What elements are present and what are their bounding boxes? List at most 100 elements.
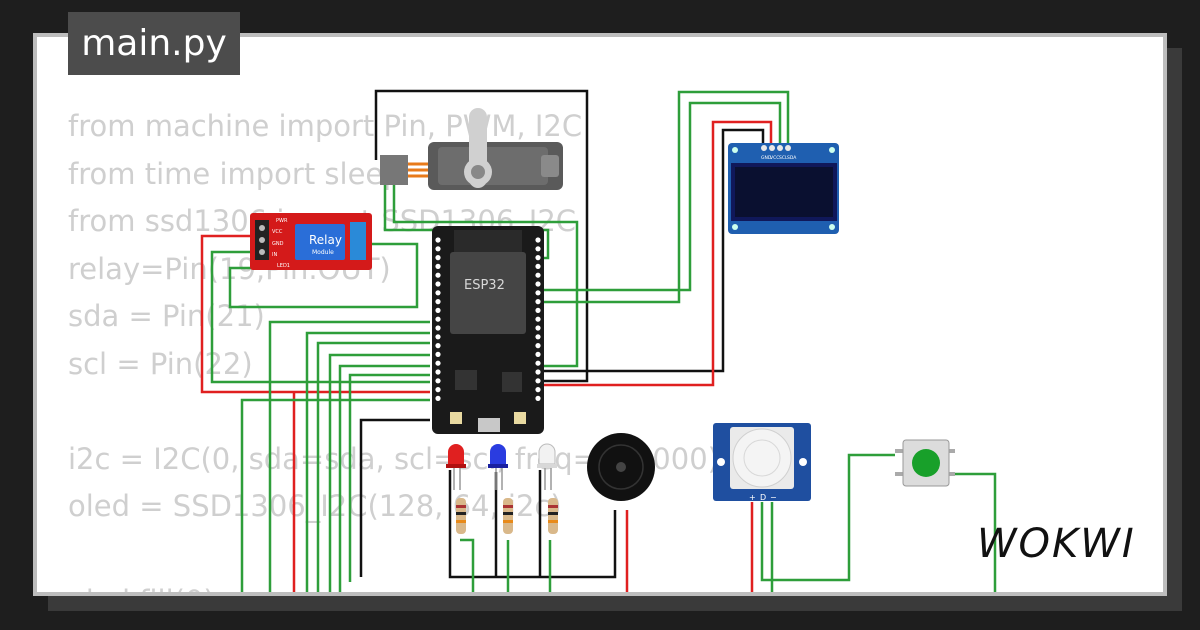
resistor-band <box>548 520 558 523</box>
relay-cube <box>295 224 345 260</box>
led-dome <box>448 444 464 464</box>
resistor-band <box>503 512 513 515</box>
resistor[interactable] <box>456 498 466 534</box>
esp32-pin <box>535 343 541 349</box>
wire-green[interactable] <box>305 331 430 592</box>
oled-pin-label: VCC <box>770 155 779 161</box>
code-line: sda = Pin(21) <box>68 299 265 333</box>
esp32-pin <box>535 351 541 357</box>
esp32-pin <box>535 237 541 243</box>
led-dome <box>538 443 556 465</box>
esp32-pin <box>435 246 441 252</box>
esp32-shield <box>450 252 526 334</box>
wire-green[interactable] <box>316 341 430 592</box>
led-dome <box>490 444 506 464</box>
wire-green[interactable] <box>348 373 430 582</box>
wire-green[interactable] <box>338 364 430 592</box>
pir-dome-ring <box>743 439 781 477</box>
esp32-pin <box>535 272 541 278</box>
wire-green[interactable] <box>460 538 475 592</box>
oled-display[interactable]: GND VCC SCL SDA <box>728 143 839 234</box>
wire-green[interactable] <box>760 453 895 582</box>
wire-green[interactable] <box>383 160 550 260</box>
esp32-usb-port <box>478 418 500 432</box>
resistor-band <box>456 512 466 515</box>
wire-black[interactable] <box>448 470 617 579</box>
esp32-label: ESP32 <box>464 278 505 293</box>
wire-red[interactable] <box>200 234 430 394</box>
esp32-pin <box>535 255 541 261</box>
wire-green[interactable] <box>228 242 419 309</box>
led-white[interactable] <box>537 443 557 468</box>
esp32-pin <box>435 307 441 313</box>
esp32-pin <box>435 395 441 401</box>
led-red[interactable] <box>446 444 466 468</box>
resistor-band <box>456 505 466 508</box>
wire-black[interactable] <box>540 128 765 373</box>
esp32-pin <box>435 281 441 287</box>
led-rim <box>488 464 508 468</box>
buzzer-ring <box>598 444 644 490</box>
relay-module[interactable]: Relay Module PWR VCC GND IN LED1 <box>250 213 372 270</box>
esp32-button[interactable] <box>450 412 462 424</box>
pir-sensor[interactable]: + D − <box>713 423 811 502</box>
esp32-pin <box>535 307 541 313</box>
button-leg <box>895 472 905 476</box>
oled-pin <box>777 145 783 151</box>
pir-pin-label: − <box>770 493 777 502</box>
mount-hole <box>829 147 835 153</box>
wire-black[interactable] <box>374 89 589 383</box>
led-legs <box>453 468 552 490</box>
wire-green[interactable] <box>328 353 430 592</box>
esp32-pin <box>435 369 441 375</box>
relay-title: Relay <box>309 233 342 247</box>
pir-pin-label: D <box>760 493 766 502</box>
buzzer-hole <box>616 462 626 472</box>
esp32-pin <box>435 255 441 261</box>
wire-green[interactable] <box>210 250 430 384</box>
esp32-pin <box>435 263 441 269</box>
resistor-body <box>456 498 466 534</box>
mount-hole <box>717 458 725 466</box>
esp32-pin <box>535 281 541 287</box>
esp32-button[interactable] <box>514 412 526 424</box>
led-blue[interactable] <box>488 444 508 468</box>
led-rim <box>446 464 466 468</box>
servo-tab <box>541 155 559 177</box>
wire-green[interactable] <box>392 176 579 368</box>
esp32-pin <box>435 272 441 278</box>
mount-hole <box>799 458 807 466</box>
relay-pin-label: VCC <box>272 229 283 235</box>
led-rim <box>537 464 557 468</box>
relay-pin <box>259 237 265 243</box>
servo-connector <box>380 155 408 185</box>
esp32-pin <box>535 325 541 331</box>
esp32-pin <box>535 387 541 393</box>
wire-red[interactable] <box>540 120 773 387</box>
buzzer[interactable] <box>587 433 655 501</box>
file-name-tab[interactable]: main.py <box>68 12 240 75</box>
resistor-band <box>503 505 513 508</box>
esp32-pin <box>435 290 441 296</box>
circuit-diagram: Relay Module PWR VCC GND IN LED1 ESP32 <box>200 89 997 592</box>
resistor-body <box>503 498 513 534</box>
button-cap[interactable] <box>912 449 940 477</box>
wire-green[interactable] <box>240 398 430 592</box>
servo-motor[interactable] <box>380 108 563 190</box>
wire-green[interactable] <box>540 101 782 292</box>
esp32-pin <box>535 290 541 296</box>
esp32-pin <box>535 263 541 269</box>
wire-black[interactable] <box>359 418 430 577</box>
wire-green[interactable] <box>268 320 430 592</box>
oled-screen <box>735 167 833 217</box>
wire-green[interactable] <box>540 90 790 304</box>
resistor[interactable] <box>503 498 513 534</box>
esp32-board[interactable]: ESP32 <box>432 226 544 434</box>
resistor-band <box>456 520 466 523</box>
resistor[interactable] <box>548 498 558 534</box>
pushbutton[interactable] <box>895 439 955 487</box>
esp32-pin <box>535 395 541 401</box>
wire-green[interactable] <box>950 472 997 592</box>
wokwi-logo: WOKWI <box>977 521 1136 567</box>
